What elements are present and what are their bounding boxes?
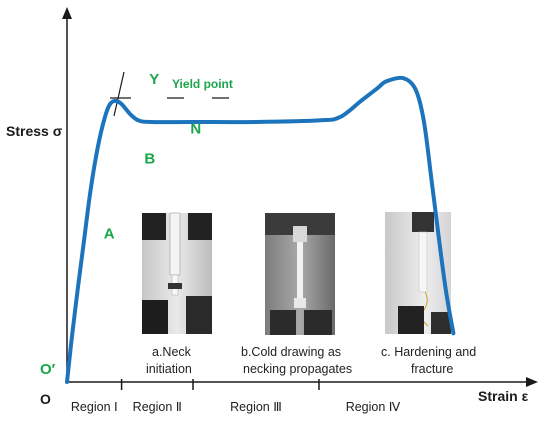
caption-hard-line-2: fracture: [411, 362, 453, 376]
photo-neck-initiation: [142, 212, 212, 334]
point-label-0: O′: [40, 361, 56, 378]
region-label-3: Region Ⅲ: [230, 400, 282, 414]
region-labels: Region Ⅰ Region Ⅱ Region Ⅲ Region Ⅳ: [71, 400, 401, 414]
x-axis: [67, 377, 538, 387]
caption-cold-drawing: b.Cold drawing as necking propagates: [241, 345, 352, 376]
caption-hard-line-1: c. Hardening and: [381, 345, 476, 359]
point-labels: O′ A B Y N: [40, 71, 201, 378]
y-axis-title: Stress σ: [6, 123, 63, 139]
region-boundary-ticks: [120, 379, 320, 390]
caption-neck-line-2: initiation: [146, 362, 192, 376]
yield-point-label: Yield point: [172, 77, 233, 91]
x-axis-title: Strain ε: [478, 388, 529, 404]
point-label-4: N: [190, 120, 201, 137]
y-axis: [62, 7, 72, 382]
caption-neck-initiation: a.Neck initiation: [146, 345, 194, 376]
caption-neck-line-1: a.Neck: [152, 345, 192, 359]
caption-cold-line-2: necking propagates: [243, 362, 352, 376]
point-label-1: A: [104, 225, 115, 242]
point-label-2: B: [144, 151, 155, 168]
region-label-1: Region Ⅰ: [71, 400, 118, 414]
caption-cold-line-1: b.Cold drawing as: [241, 345, 341, 359]
stress-strain-curve: [65, 75, 456, 384]
region-label-2: Region Ⅱ: [133, 400, 182, 414]
region-label-4: Region Ⅳ: [346, 400, 401, 414]
point-label-3: Y: [149, 71, 159, 88]
origin-label: O: [40, 391, 51, 407]
caption-hardening: c. Hardening and fracture: [381, 345, 480, 376]
yield-construction: [110, 71, 229, 117]
photo-hardening-fracture: [385, 212, 451, 334]
photo-cold-drawing: [265, 213, 335, 335]
